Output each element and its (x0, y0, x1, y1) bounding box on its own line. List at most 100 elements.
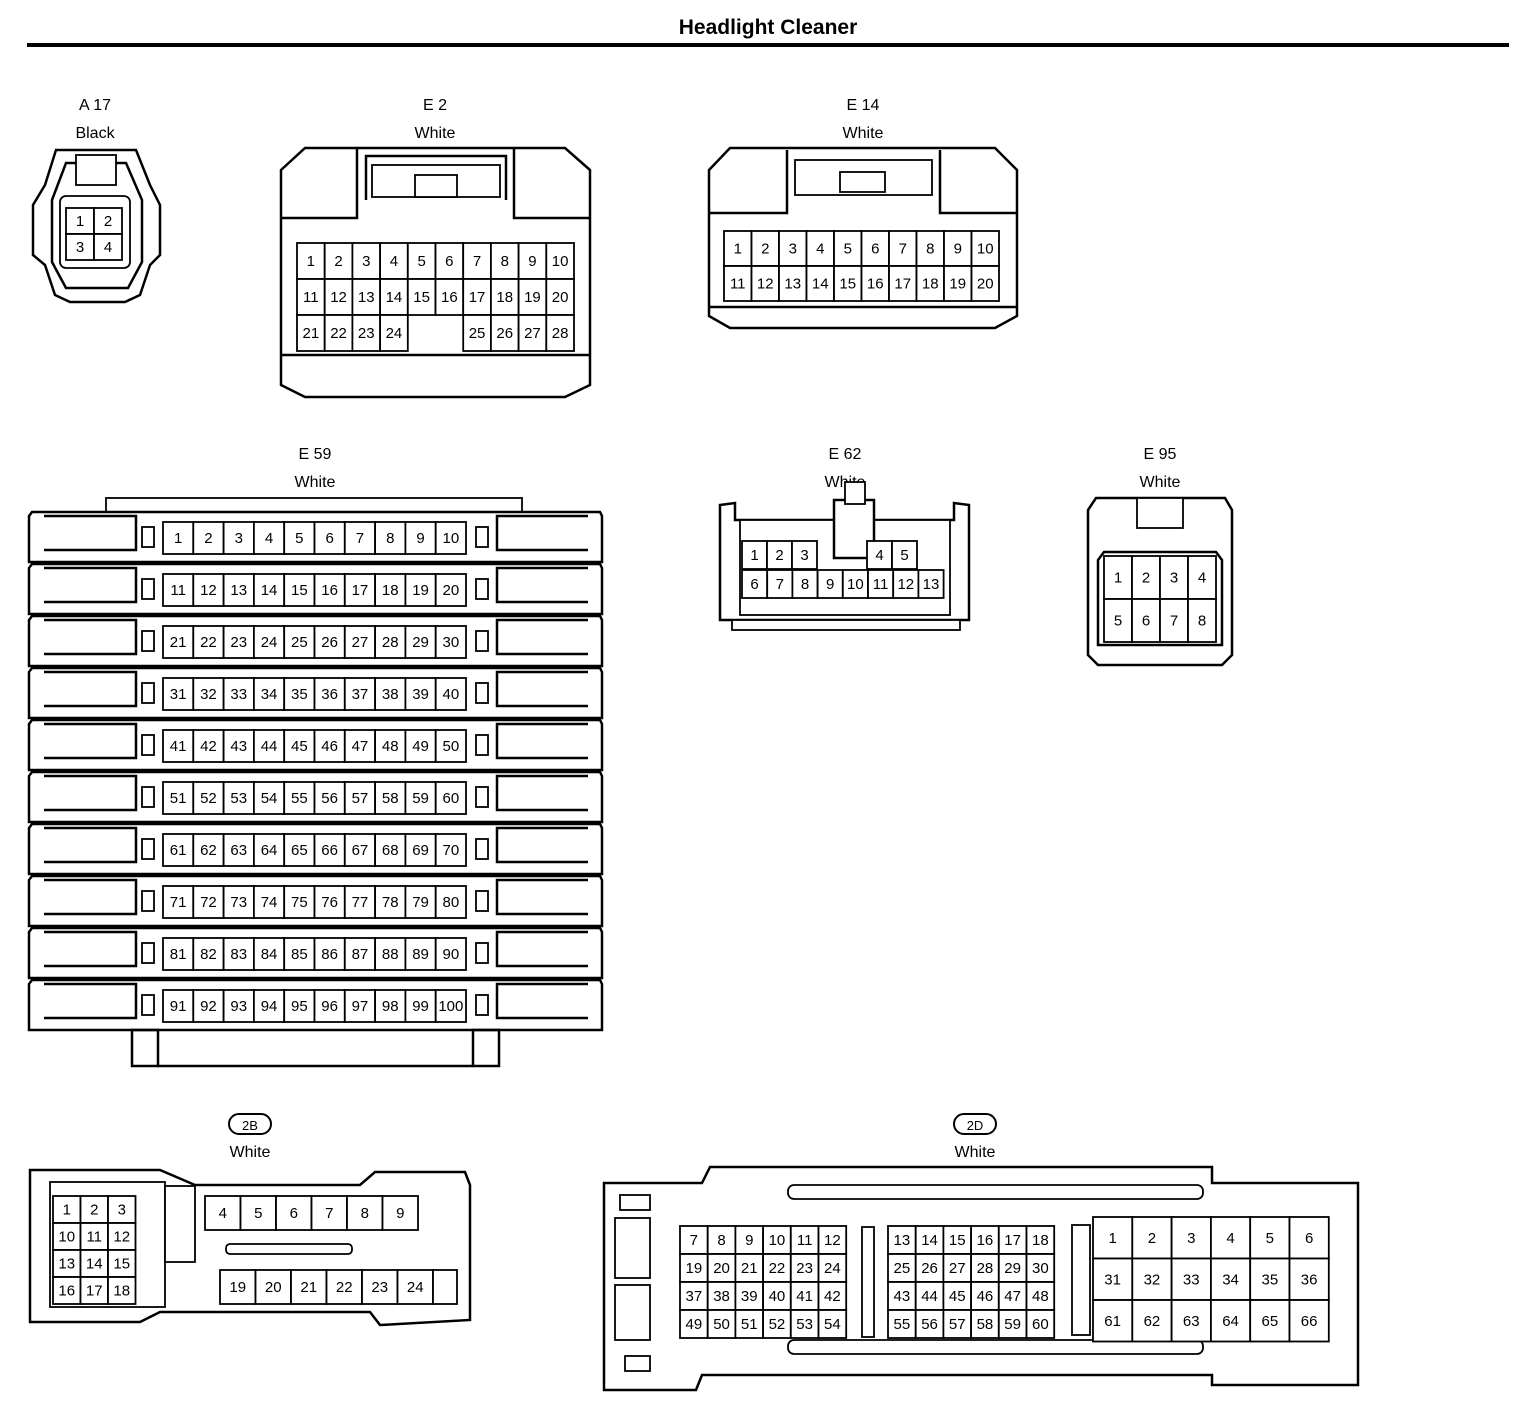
svg-text:60: 60 (443, 790, 460, 807)
svg-text:8: 8 (386, 530, 394, 547)
svg-text:44: 44 (261, 738, 278, 755)
svg-text:10: 10 (977, 241, 994, 258)
svg-text:24: 24 (407, 1279, 424, 1296)
svg-text:45: 45 (291, 738, 308, 755)
svg-text:52: 52 (200, 790, 217, 807)
svg-text:46: 46 (321, 738, 338, 755)
e2-pin-22: 22 (323, 314, 354, 352)
e95-pin-1: 1 (1103, 555, 1133, 600)
svg-text:37: 37 (686, 1288, 703, 1305)
e59-pin-52: 52 (192, 781, 225, 815)
svg-text:8: 8 (361, 1205, 369, 1222)
e59-pin-36: 36 (313, 677, 346, 711)
e2-pin-13: 13 (351, 278, 381, 316)
connector-e14-color: White (842, 125, 884, 142)
svg-text:59: 59 (1004, 1316, 1021, 1333)
c2b-pin-4: 4 (204, 1195, 242, 1231)
c2d-pin-2: 2 (1131, 1216, 1173, 1260)
e2-pin-4: 4 (379, 242, 409, 280)
e59-pin-99: 99 (404, 989, 437, 1023)
svg-text:14: 14 (261, 582, 278, 599)
e59-pin-92: 92 (192, 989, 225, 1023)
svg-text:35: 35 (291, 686, 308, 703)
svg-text:19: 19 (524, 289, 541, 306)
c2d-pin-44: 44 (914, 1281, 945, 1311)
svg-text:25: 25 (469, 325, 486, 342)
e59-row (27, 978, 604, 1032)
e59-pin-77: 77 (343, 885, 376, 919)
svg-text:94: 94 (261, 998, 278, 1015)
svg-text:10: 10 (443, 530, 460, 547)
e14-pin-8: 8 (915, 230, 945, 267)
e95-pin-3: 3 (1159, 555, 1189, 600)
svg-text:24: 24 (386, 325, 403, 342)
e2-pin-23: 23 (351, 314, 381, 352)
svg-text:47: 47 (1004, 1288, 1021, 1305)
e59-pin-46: 46 (313, 729, 346, 763)
svg-text:9: 9 (416, 530, 424, 547)
e59-pin-15: 15 (283, 573, 316, 607)
e95-pin-8: 8 (1187, 598, 1217, 643)
c2d-pin-13: 13 (887, 1225, 917, 1255)
e59-pin-13: 13 (222, 573, 255, 607)
svg-text:11: 11 (86, 1229, 102, 1246)
svg-text:4: 4 (1198, 570, 1206, 587)
e14-pin-18: 18 (915, 265, 945, 302)
svg-text:99: 99 (412, 998, 429, 1015)
c2b-pin-19: 19 (219, 1269, 257, 1305)
e2-pin-6: 6 (434, 242, 465, 280)
svg-text:90: 90 (443, 946, 460, 963)
svg-text:3: 3 (789, 241, 797, 258)
c2b-pin-3: 3 (107, 1195, 137, 1224)
svg-text:2: 2 (90, 1202, 98, 1219)
c2b-pin-8: 8 (346, 1195, 384, 1231)
connector-2b-id: 2B (228, 1113, 272, 1135)
svg-text:66: 66 (1301, 1313, 1318, 1330)
e59-pin-18: 18 (374, 573, 407, 607)
e59-pin-71: 71 (162, 885, 195, 919)
svg-text:7: 7 (776, 576, 784, 593)
connector-e14-housing (707, 146, 1019, 330)
svg-text:10: 10 (552, 253, 569, 270)
c2d-pin-19: 19 (679, 1253, 709, 1283)
e2-pin-21: 21 (296, 314, 326, 352)
svg-text:19: 19 (686, 1260, 703, 1277)
e2-pin-14: 14 (379, 278, 409, 316)
c2d-pin-3: 3 (1170, 1216, 1212, 1260)
svg-text:26: 26 (496, 325, 513, 342)
e59-pin-25: 25 (283, 625, 316, 659)
svg-text:48: 48 (382, 738, 399, 755)
svg-text:53: 53 (230, 790, 247, 807)
e62-pin-7: 7 (766, 569, 794, 599)
svg-text:2: 2 (1148, 1230, 1156, 1247)
svg-text:55: 55 (894, 1316, 911, 1333)
svg-text:20: 20 (552, 289, 569, 306)
e59-pin-76: 76 (313, 885, 346, 919)
svg-text:7: 7 (690, 1232, 698, 1249)
e2-pin-27: 27 (517, 314, 548, 352)
e59-pin-47: 47 (343, 729, 376, 763)
e95-pin-2: 2 (1131, 555, 1161, 600)
e59-pin-91: 91 (162, 989, 195, 1023)
svg-text:31: 31 (170, 686, 187, 703)
c2d-pin-34: 34 (1210, 1257, 1252, 1301)
svg-text:43: 43 (894, 1288, 911, 1305)
svg-text:95: 95 (291, 998, 308, 1015)
c2d-pin-1: 1 (1092, 1216, 1134, 1260)
svg-text:1: 1 (63, 1202, 71, 1219)
e59-pin-31: 31 (162, 677, 195, 711)
c2d-pin-66: 66 (1288, 1299, 1330, 1343)
e59-pin-83: 83 (222, 937, 255, 971)
svg-text:22: 22 (330, 325, 347, 342)
connector-2b-color: White (229, 1144, 271, 1161)
svg-text:6: 6 (1142, 613, 1150, 630)
c2d-pin-39: 39 (734, 1281, 765, 1311)
svg-text:10: 10 (58, 1229, 75, 1246)
svg-text:3: 3 (1187, 1230, 1195, 1247)
e59-pin-34: 34 (252, 677, 286, 711)
e59-pin-48: 48 (374, 729, 407, 763)
svg-text:14: 14 (812, 276, 829, 293)
e59-pin-78: 78 (374, 885, 407, 919)
e59-pin-45: 45 (283, 729, 316, 763)
e59-pin-49: 49 (404, 729, 437, 763)
